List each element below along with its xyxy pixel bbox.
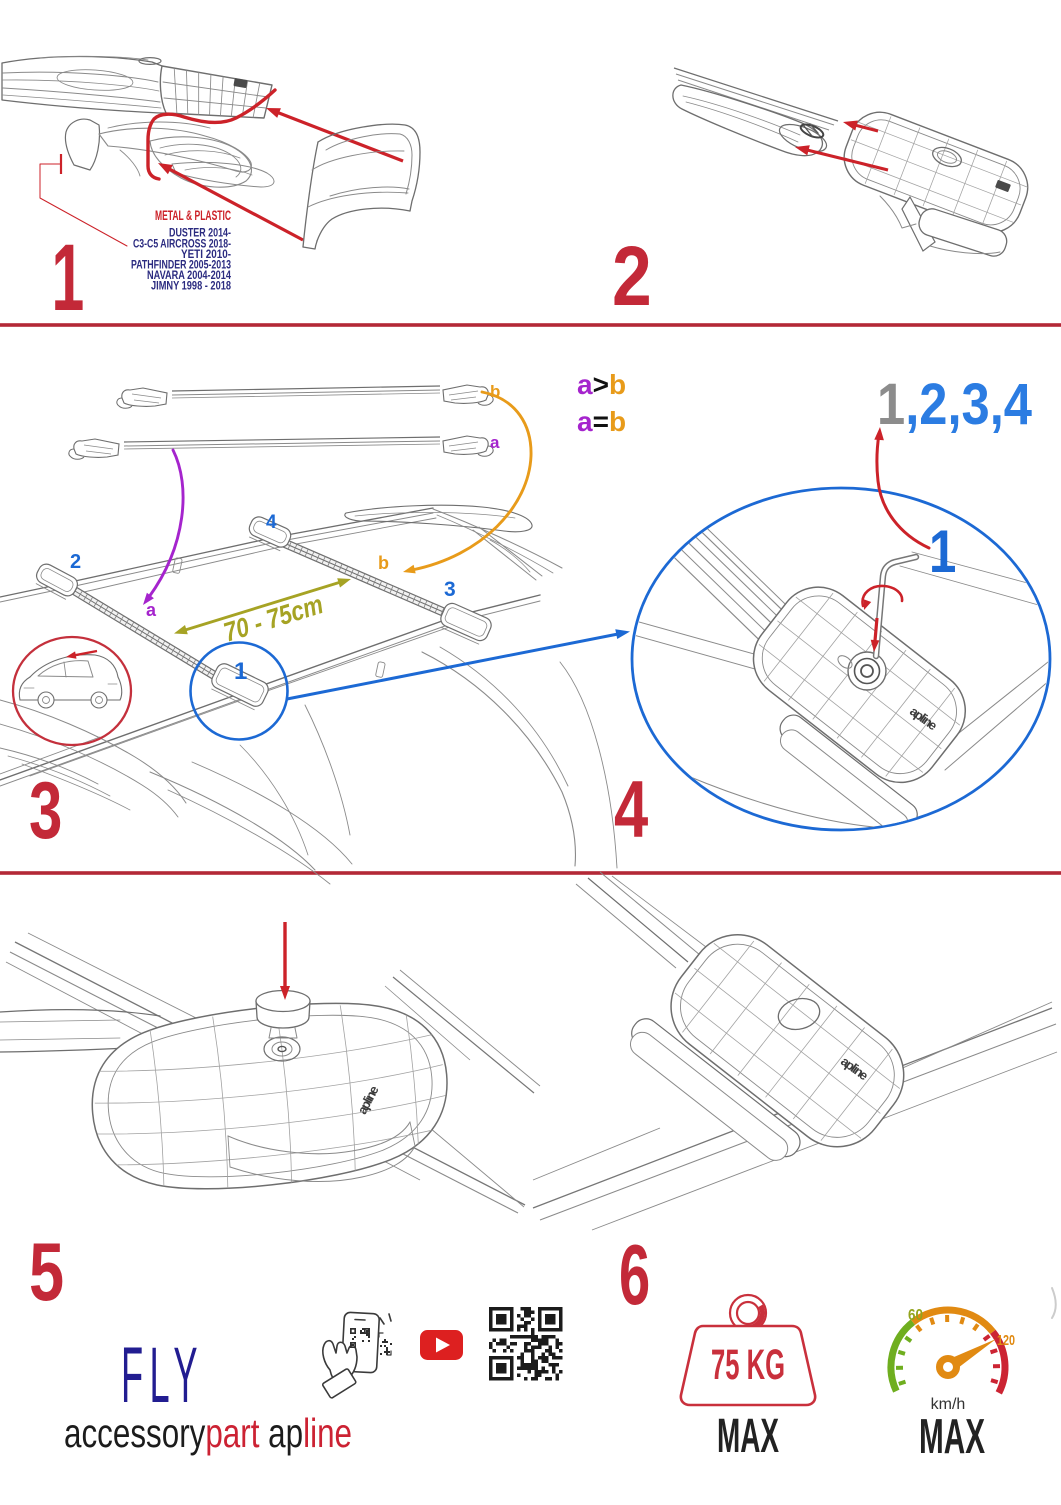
svg-text:60: 60 bbox=[908, 1307, 923, 1324]
svg-text:5: 5 bbox=[29, 1225, 64, 1318]
svg-text:1: 1 bbox=[52, 223, 85, 330]
svg-text:MAX: MAX bbox=[919, 1410, 985, 1464]
svg-text:a: a bbox=[146, 600, 157, 620]
svg-text:JIMNY 1998 - 2018: JIMNY 1998 - 2018 bbox=[151, 279, 231, 293]
svg-text:120: 120 bbox=[997, 1332, 1015, 1349]
svg-text:a>b: a>b bbox=[577, 369, 626, 400]
svg-text:1: 1 bbox=[929, 517, 956, 585]
svg-text:75 KG: 75 KG bbox=[711, 1341, 785, 1389]
svg-text:1: 1 bbox=[234, 658, 247, 685]
svg-text:1,2,3,4: 1,2,3,4 bbox=[877, 372, 1032, 437]
svg-text:4: 4 bbox=[614, 765, 648, 855]
svg-text:MAX: MAX bbox=[717, 1410, 779, 1463]
svg-text:3: 3 bbox=[29, 765, 62, 856]
svg-text:accessorypart apline: accessorypart apline bbox=[64, 1410, 352, 1456]
svg-text:b: b bbox=[378, 553, 389, 573]
svg-text:6: 6 bbox=[619, 1228, 650, 1322]
svg-text:a=b: a=b bbox=[577, 406, 626, 437]
svg-text:4: 4 bbox=[266, 512, 277, 533]
svg-text:3: 3 bbox=[444, 578, 456, 601]
svg-text:2: 2 bbox=[612, 228, 652, 323]
svg-text:a: a bbox=[490, 433, 500, 452]
svg-text:2: 2 bbox=[70, 551, 81, 573]
svg-text:FLY: FLY bbox=[121, 1330, 204, 1419]
svg-text:METAL & PLASTIC: METAL & PLASTIC bbox=[155, 208, 231, 223]
